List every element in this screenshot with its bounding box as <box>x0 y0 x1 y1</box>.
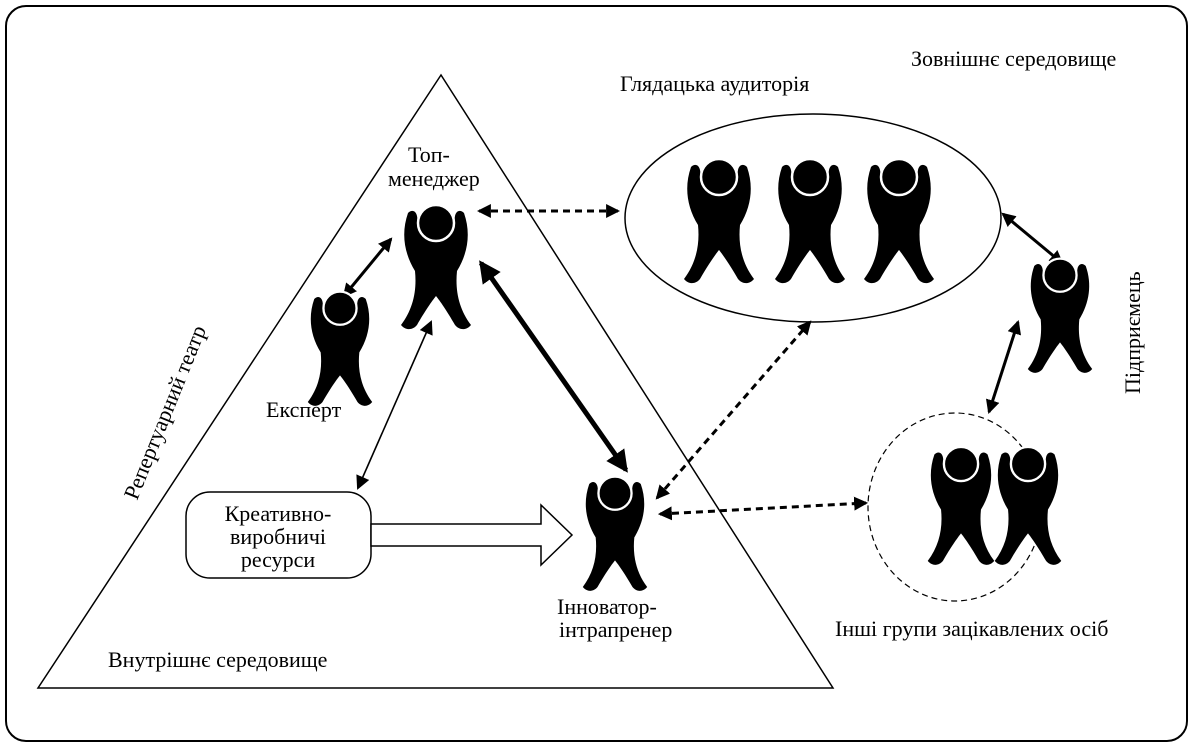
entrepreneur-label: Підприємець <box>1120 271 1145 394</box>
arrow-top-manager-resources <box>356 320 433 490</box>
expert-icon <box>306 290 374 407</box>
resources-flow-arrow <box>370 503 574 567</box>
audience-member-icon <box>682 157 756 285</box>
audience-label: Глядацька аудиторія <box>620 71 809 96</box>
expert-label: Експерт <box>266 397 342 422</box>
internal-environment-triangle <box>36 73 835 689</box>
audience-member-icon <box>862 157 936 285</box>
other-group-member-icon <box>993 445 1063 567</box>
arrow-expert-top-manager <box>342 237 393 298</box>
innovator-label-line2: інтрапренер <box>559 617 672 642</box>
repertory-theatre-label: Репертуарний театр <box>118 322 211 503</box>
top-manager-label-line1: Топ- <box>408 142 450 167</box>
arrow-audience-entrepreneur <box>1001 212 1064 265</box>
arrow-entrepreneur-other-groups <box>985 320 1022 414</box>
innovator-label-line1: Інноватор- <box>557 594 657 619</box>
audience-ellipse <box>624 113 1002 323</box>
internal-environment-label: Внутрішнє середовище <box>108 647 327 672</box>
arrow-innovator-audience <box>655 320 812 500</box>
resources-label-line1: Креативно- <box>225 501 332 526</box>
resources-label-line3: ресурси <box>241 547 316 572</box>
top-manager-label-line2: менеджер <box>388 166 480 191</box>
external-environment-label: Зовнішнє середовище <box>911 46 1116 71</box>
audience-member-icon <box>773 157 847 285</box>
top-manager-icon <box>399 203 473 331</box>
entrepreneur-icon <box>1026 257 1094 374</box>
resources-label-line2: виробничі <box>230 524 326 549</box>
other-groups-label: Інші групи зацікавлених осіб <box>835 616 1108 641</box>
arrow-innovator-other-groups <box>657 496 869 521</box>
arrow-top-manager-innovator <box>478 260 629 473</box>
outer-frame <box>5 5 1188 742</box>
other-group-member-icon <box>926 445 996 567</box>
innovator-icon <box>581 475 649 592</box>
